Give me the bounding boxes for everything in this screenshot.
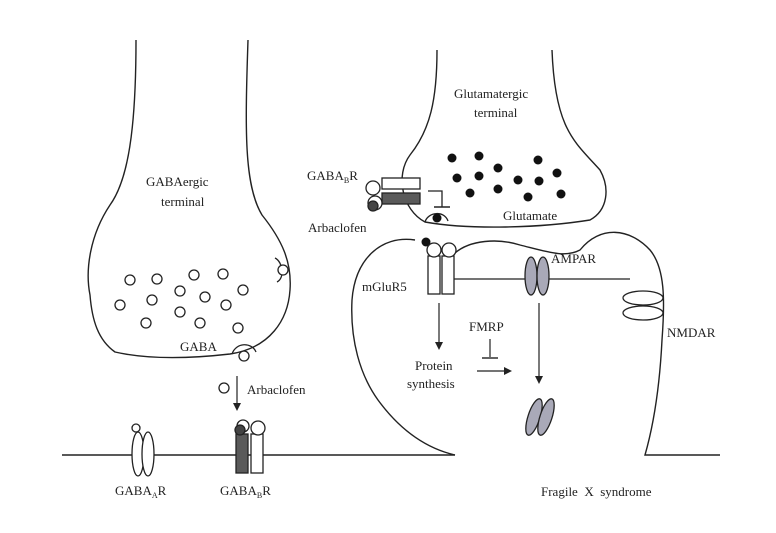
postsynaptic-spine-top [454, 231, 720, 456]
glutamate-synaptic-dot [421, 237, 431, 247]
protein-synthesis-label-line2: synthesis [407, 376, 455, 391]
fmrp-label: FMRP [469, 319, 504, 334]
glutamate-release-vesicle [432, 213, 442, 223]
gaba-b-r-label-bottom: GABABR [220, 483, 271, 500]
glutamate-label: Glutamate [503, 208, 557, 223]
mglur5-receptor-icon [426, 242, 457, 295]
gabaergic-terminal-label-line2: terminal [161, 194, 205, 209]
postsynaptic-spine-outline [351, 238, 456, 456]
fragile-x-syndrome-label: Fragile X syndrome [541, 484, 652, 499]
mglur5-arrow-head [435, 342, 443, 350]
gaba-a-r-label: GABAAR [115, 483, 167, 500]
presynaptic-gaba-b-receptor-icon [365, 177, 421, 212]
ampar-label: AMPAR [551, 251, 596, 266]
gaba-label: GABA [180, 339, 217, 354]
gaba-lateral-vesicle [277, 264, 289, 276]
arbaclofen-molecule-icon [218, 382, 230, 394]
ampar-internalization-arrow-head [535, 376, 543, 384]
nmdar-receptor-icon [622, 290, 664, 321]
nmdar-label: NMDAR [667, 325, 716, 340]
watermark-text: 头条问答 [646, 500, 706, 518]
arbaclofen-arrow-head [233, 403, 241, 411]
watermark: 头条问答 [619, 498, 706, 518]
glutamatergic-terminal-label-line2: terminal [474, 105, 518, 120]
arbaclofen-label-mid: Arbaclofen [247, 382, 306, 397]
glutamatergic-terminal-label-line1: Glutamatergic [454, 86, 528, 101]
gabaergic-terminal-label-line1: GABAergic [146, 174, 209, 189]
gaba-released-vesicle [238, 350, 250, 362]
gaba-b-inhibition-line [428, 190, 443, 207]
gaba-b-receptor-icon [234, 419, 266, 474]
internalized-ampar-icon [525, 398, 555, 436]
mglur5-label: mGluR5 [362, 279, 407, 294]
gaba-a-receptor-icon [131, 423, 155, 477]
gabaergic-terminal-outline [87, 39, 291, 359]
gaba-b-r-label-top: GABABR [307, 168, 358, 185]
gaba-vesicles [114, 268, 249, 334]
ampar-receptor-icon [524, 256, 550, 296]
arbaclofen-label-top: Arbaclofen [308, 220, 367, 235]
gaba-release-pocket [231, 344, 257, 355]
chat-bubble-icon [619, 498, 639, 518]
protein-synthesis-arrow-head [504, 367, 512, 375]
glutamatergic-terminal-outline [401, 49, 607, 228]
protein-synthesis-label-line1: Protein [415, 358, 453, 373]
glutamate-vesicles [447, 151, 566, 202]
